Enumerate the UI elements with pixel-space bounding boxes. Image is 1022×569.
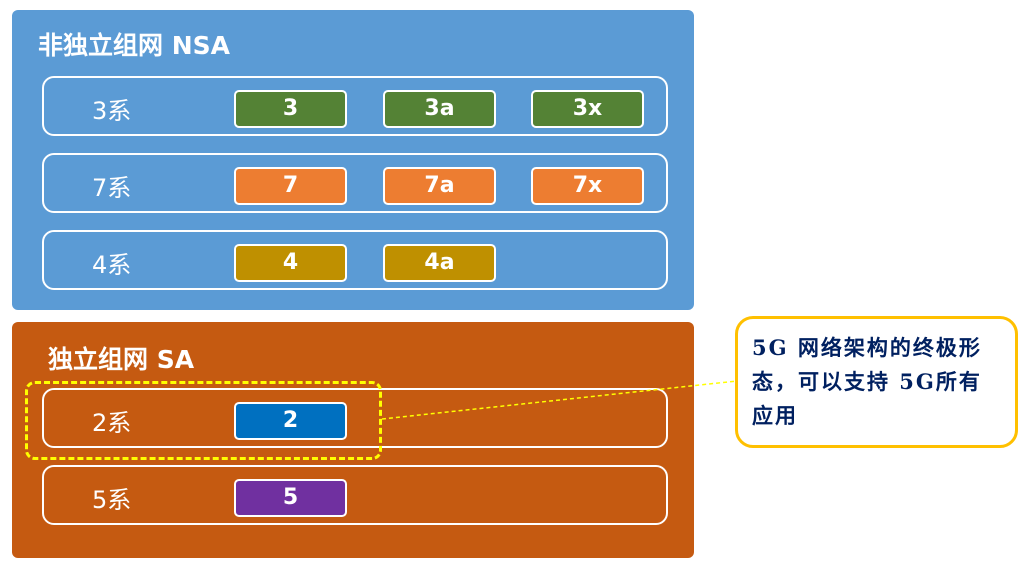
tag-5: 5	[234, 479, 347, 517]
row-series-3: 3系 3 3a 3x	[42, 76, 668, 136]
tag-3a: 3a	[383, 90, 496, 128]
tag-7: 7	[234, 167, 347, 205]
row-label: 3系	[92, 97, 132, 125]
tag-4: 4	[234, 244, 347, 282]
sa-title: 独立组网 SA	[48, 345, 195, 374]
tag-7a: 7a	[383, 167, 496, 205]
tag-3x: 3x	[531, 90, 644, 128]
row-series-4: 4系 4 4a	[42, 230, 668, 290]
nsa-title: 非独立组网 NSA	[38, 31, 230, 60]
row-label: 5系	[92, 486, 132, 514]
row-label: 7系	[92, 174, 132, 202]
row-label: 4系	[92, 251, 132, 279]
tag-7x: 7x	[531, 167, 644, 205]
highlight-frame	[25, 381, 382, 460]
nsa-panel: 非独立组网 NSA 3系 3 3a 3x 7系 7 7a 7x 4系 4 4a	[12, 10, 694, 310]
row-series-7: 7系 7 7a 7x	[42, 153, 668, 213]
sa-panel: 独立组网 SA 2系 2 5系 5	[12, 322, 694, 558]
row-label: 2系	[92, 409, 132, 437]
callout-box: 5G 网络架构的终极形态，可以支持 5G所有应用	[735, 316, 1018, 448]
tag-2: 2	[234, 402, 347, 440]
tag-4a: 4a	[383, 244, 496, 282]
row-series-2: 2系 2	[42, 388, 668, 448]
tag-3: 3	[234, 90, 347, 128]
row-series-5: 5系 5	[42, 465, 668, 525]
